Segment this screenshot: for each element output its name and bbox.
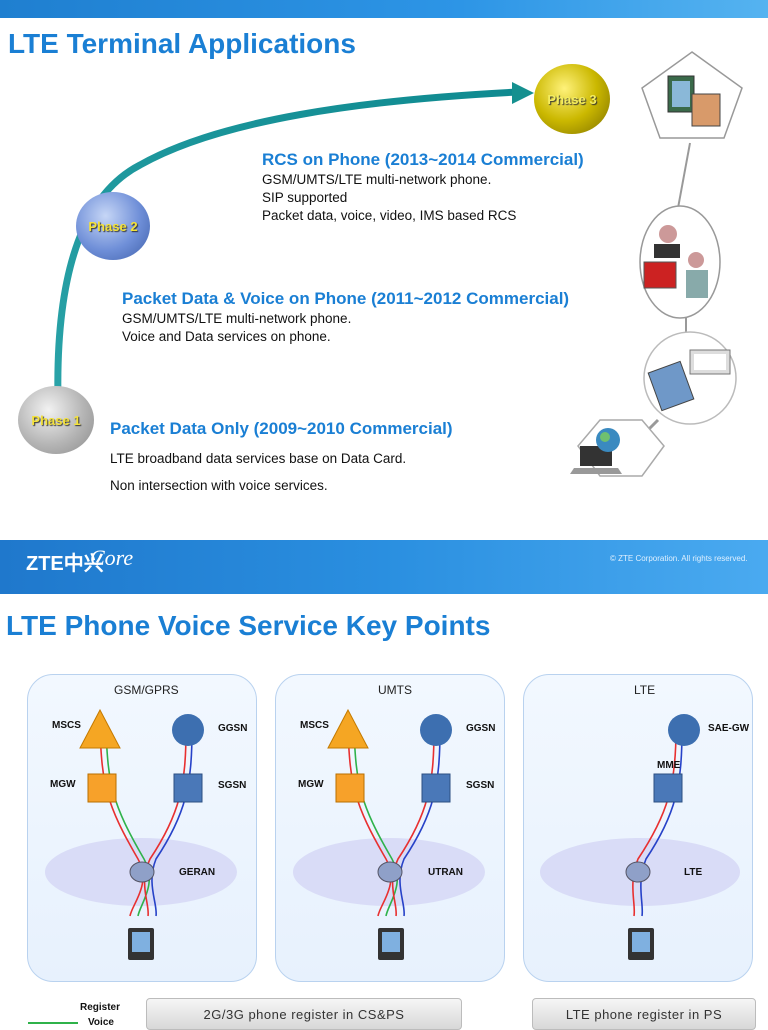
pda-icon xyxy=(643,331,737,425)
data-line-1: LTE broadband data services base on Data… xyxy=(110,451,407,466)
zte-banner xyxy=(0,540,768,594)
legend-register: Register xyxy=(80,1002,121,1013)
top-banner xyxy=(0,0,768,18)
p3-lte-label: LTE xyxy=(684,867,703,878)
ps-register-button[interactable]: LTE phone register in PS xyxy=(532,998,756,1030)
terminal-illustrations xyxy=(570,51,743,477)
core-logo: Core xyxy=(90,545,134,570)
rcs-section-title: RCS on Phone (2013~2014 Commercial) xyxy=(262,150,584,169)
phase-1-bubble: Phase 1 xyxy=(18,386,94,454)
rcs-line-1: GSM/UMTS/LTE multi-network phone. xyxy=(262,172,492,187)
rcs-line-3: Packet data, voice, video, IMS based RCS xyxy=(262,208,517,223)
umts-diagram xyxy=(293,708,485,960)
p3-saegw-label: SAE-GW xyxy=(708,723,750,734)
smartphone-icon xyxy=(641,51,743,139)
p2-mgw-label: MGW xyxy=(298,779,324,790)
legend-voice: Voice xyxy=(88,1017,114,1028)
slide1-title: LTE Terminal Applications xyxy=(8,28,356,59)
voice-line-2: Voice and Data services on phone. xyxy=(122,329,331,344)
p1-mscs-label: MSCS xyxy=(52,720,81,731)
voice-call-people-icon xyxy=(639,205,721,319)
laptop-icon xyxy=(570,419,665,477)
rcs-line-2: SIP supported xyxy=(262,190,348,205)
data-line-2: Non intersection with voice services. xyxy=(110,478,328,493)
p1-sgsn-label: SGSN xyxy=(218,780,247,791)
data-section-title: Packet Data Only (2009~2010 Commercial) xyxy=(110,419,453,438)
p1-mgw-label: MGW xyxy=(50,779,76,790)
p3-mme-label: MME xyxy=(657,760,681,771)
voice-line-1: GSM/UMTS/LTE multi-network phone. xyxy=(122,311,352,326)
umts-title: UMTS xyxy=(378,683,412,697)
phase-arrow xyxy=(54,82,534,401)
legend-voice-line xyxy=(28,1022,78,1024)
p2-utran-label: UTRAN xyxy=(428,867,463,878)
p1-geran-label: GERAN xyxy=(179,867,216,878)
network-diagrams xyxy=(45,708,740,960)
p1-ggsn-label: GGSN xyxy=(218,723,248,734)
lte-diagram xyxy=(540,714,740,960)
zte-logo: ZTE中兴 xyxy=(26,553,104,575)
slide2-title: LTE Phone Voice Service Key Points xyxy=(6,610,491,641)
p2-mscs-label: MSCS xyxy=(300,720,329,731)
voice-section-title: Packet Data & Voice on Phone (2011~2012 … xyxy=(122,289,570,308)
cs-ps-register-button[interactable]: 2G/3G phone register in CS&PS xyxy=(146,998,462,1030)
gsm-gprs-diagram xyxy=(45,708,237,960)
copyright-text: © ZTE Corporation. All rights reserved. xyxy=(610,554,748,563)
p2-ggsn-label: GGSN xyxy=(466,723,496,734)
p2-sgsn-label: SGSN xyxy=(466,780,495,791)
phase-3-bubble: Phase 3 xyxy=(534,64,610,134)
gsm-gprs-title: GSM/GPRS xyxy=(114,683,179,697)
phase-2-bubble: Phase 2 xyxy=(76,192,150,260)
lte-title: LTE xyxy=(634,683,656,697)
